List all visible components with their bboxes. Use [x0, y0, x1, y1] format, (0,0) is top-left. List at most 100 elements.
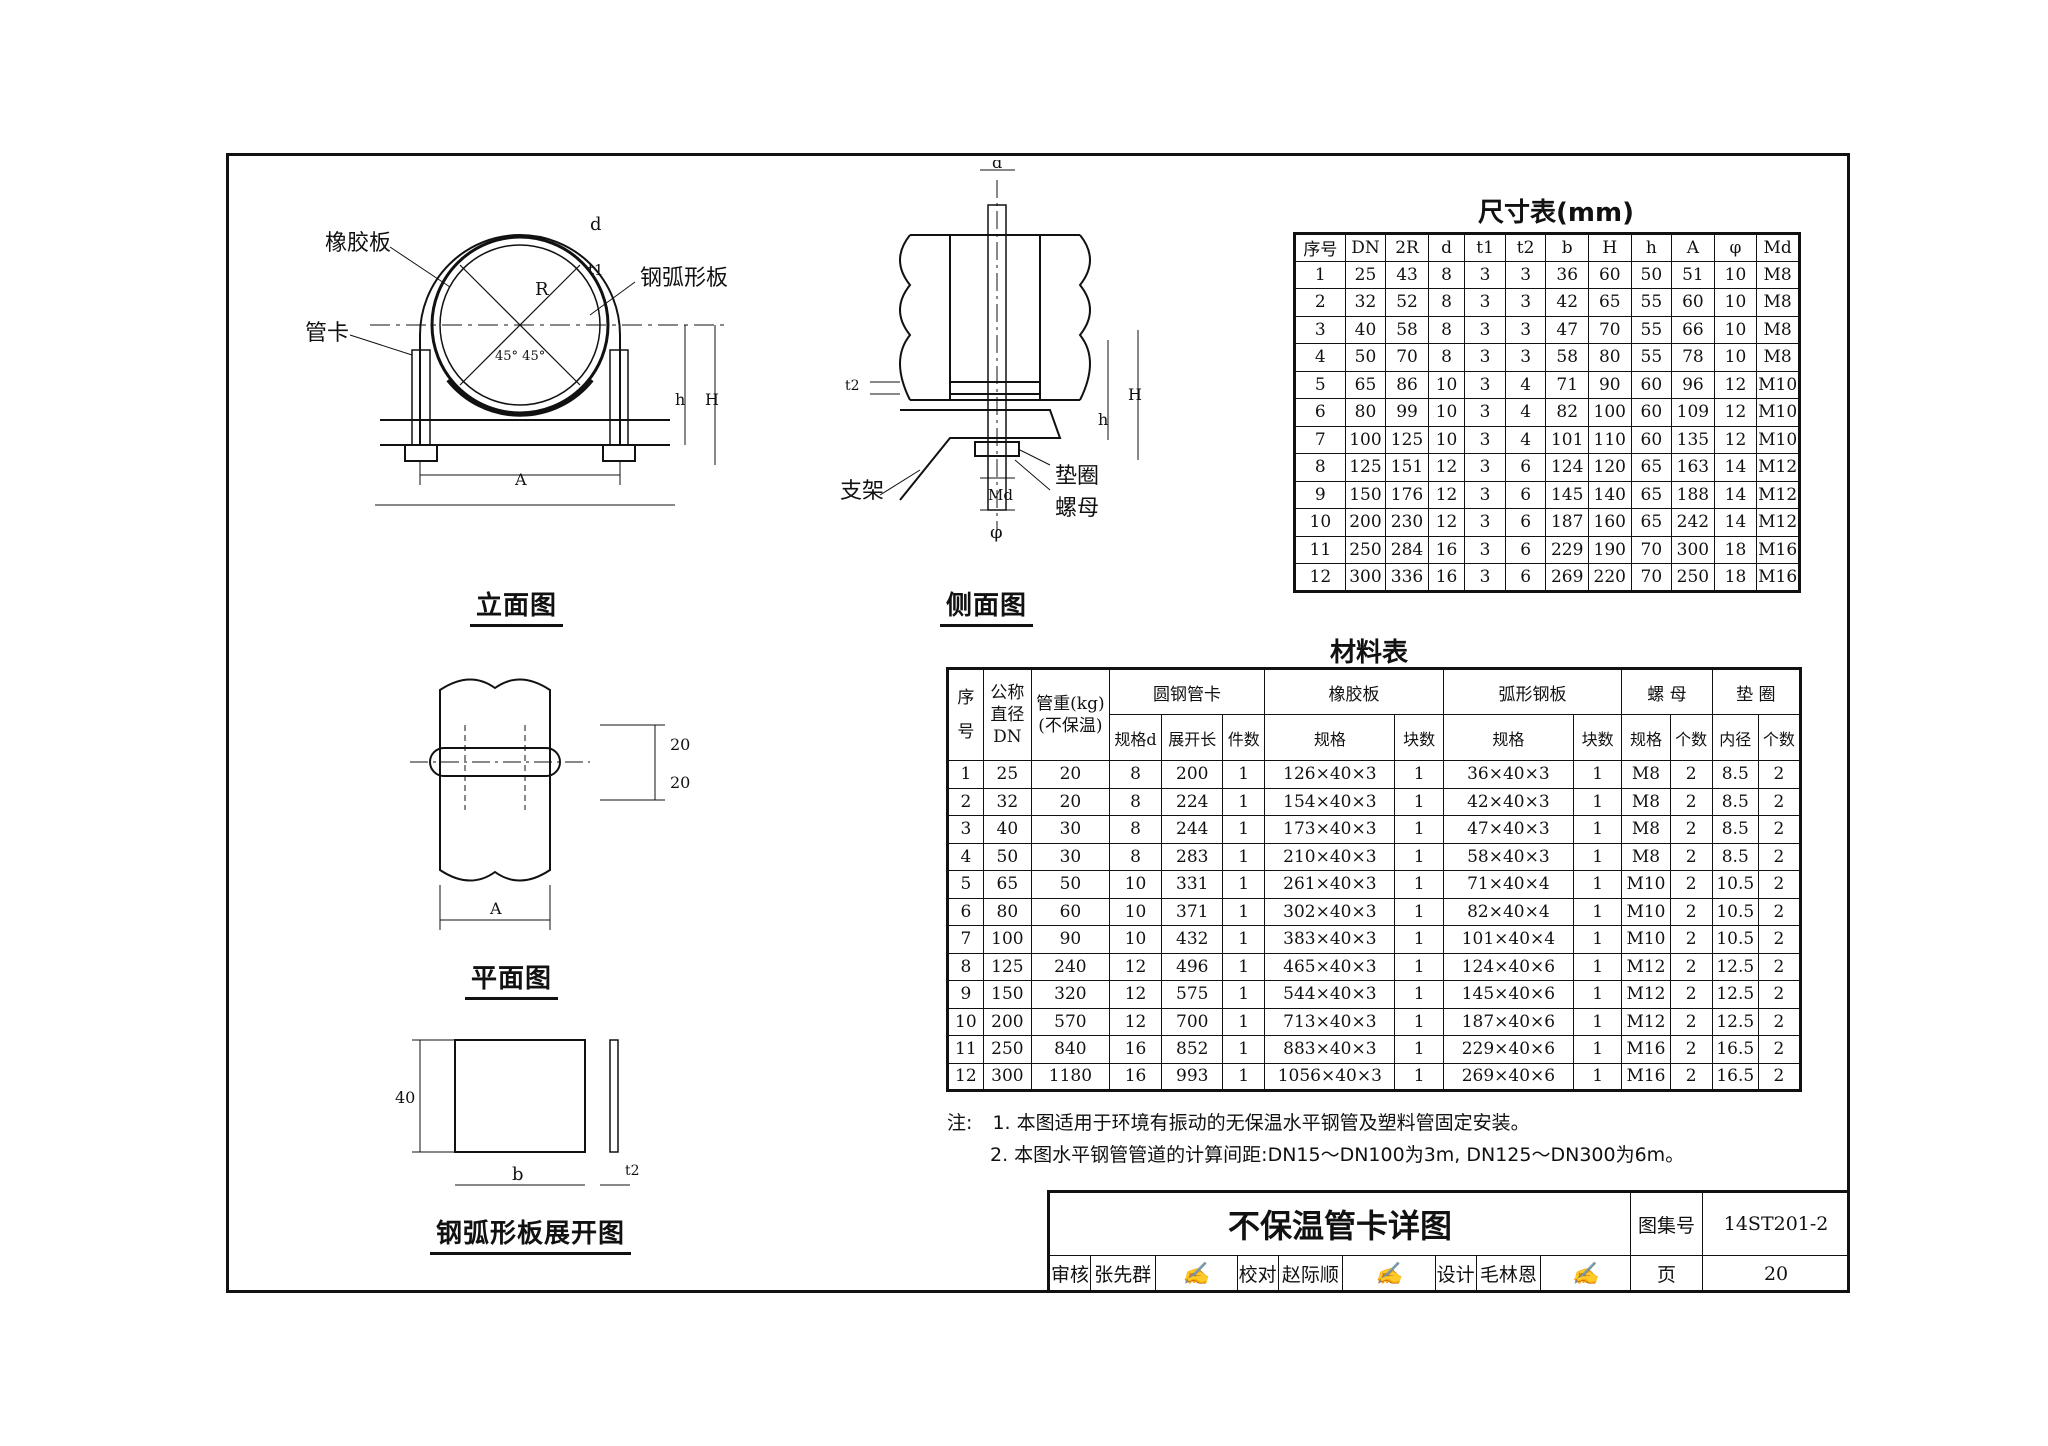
mat-cell: 1 [1222, 925, 1266, 954]
mat-cell: 1 [1394, 760, 1444, 789]
mat-cell: 8.5 [1711, 787, 1759, 816]
mat-cell: 12 [947, 1062, 984, 1091]
size-table-title: 尺寸表(mm) [1478, 198, 1634, 228]
mat-cell: 1 [1394, 815, 1444, 844]
mat-cell: 371 [1161, 897, 1224, 926]
material-table: 序号 公称直径DN 管重(kg)(不保温) 圆钢管卡 橡胶板 弧形钢板 螺 母 … [946, 667, 1802, 1092]
mat-cell: M8 [1621, 815, 1671, 844]
checker-signature: ✍ [1342, 1255, 1436, 1292]
elevation-caption: 立面图 [470, 585, 564, 627]
mat-cell: 1 [1222, 897, 1266, 926]
size-cell: 82 [1545, 398, 1589, 427]
mat-cell: 544×40×3 [1264, 980, 1396, 1009]
size-cell: 10 [1713, 260, 1758, 289]
size-cell: 6 [1504, 453, 1547, 482]
size-cell: 65 [1630, 508, 1673, 537]
mat-cell: 1 [1222, 1007, 1266, 1036]
size-cell: 101 [1545, 425, 1589, 454]
title-block: 不保温管卡详图 图集号 14ST201-2 审核 张先群 ✍ 校对 赵际顺 ✍ … [1047, 1190, 1850, 1292]
size-cell: 3 [1464, 563, 1506, 592]
mat-cell: 1 [1222, 980, 1266, 1009]
mat-subheader: 规格 [1264, 714, 1396, 761]
mat-cell: 713×40×3 [1264, 1007, 1396, 1036]
size-cell: 163 [1671, 453, 1715, 482]
size-cell: 序号 [1294, 233, 1346, 262]
mat-cell: 261×40×3 [1264, 870, 1396, 899]
size-cell: M8 [1756, 343, 1800, 372]
size-cell: 10 [1294, 508, 1346, 537]
notes: 注: 1. 本图适用于环境有振动的无保温水平钢管及塑料管固定安装。 [947, 1108, 1530, 1135]
mat-cell: 300 [982, 1062, 1033, 1091]
mat-cell: 269×40×6 [1442, 1062, 1575, 1091]
mat-subheader: 块数 [1573, 714, 1623, 761]
mat-cell: 200 [1161, 760, 1224, 789]
mat-cell: 36×40×3 [1442, 760, 1575, 789]
mat-cell: 124×40×6 [1442, 952, 1575, 981]
size-cell: 25 [1344, 260, 1387, 289]
reviewer: 张先群 [1089, 1255, 1156, 1292]
size-cell: 18 [1713, 535, 1758, 564]
size-cell: 5 [1294, 370, 1346, 399]
size-cell: M16 [1756, 535, 1800, 564]
mat-cell: 126×40×3 [1264, 760, 1396, 789]
mat-cell: 1 [1573, 1035, 1623, 1064]
size-cell: 14 [1713, 508, 1758, 537]
mat-cell: 2 [1757, 925, 1802, 954]
size-cell: M8 [1756, 288, 1800, 317]
mat-cell: 30 [1031, 815, 1110, 844]
size-cell: 60 [1587, 260, 1632, 289]
mat-cell: 4 [947, 842, 984, 871]
size-cell: 3 [1464, 453, 1506, 482]
side-label-support: 支架 [840, 479, 884, 504]
note-2: 2. 本图水平钢管管道的计算间距:DN15～DN100为3m, DN125～DN… [990, 1144, 1685, 1166]
side-drawing: d t2 h H 支架 垫圈 螺母 Md φ [840, 160, 1142, 543]
mat-cell: 2 [947, 787, 984, 816]
size-cell: 70 [1630, 563, 1673, 592]
size-cell: 8 [1427, 315, 1466, 344]
size-cell: 6 [1504, 480, 1547, 509]
size-cell: 47 [1545, 315, 1589, 344]
side-label-t2: t2 [845, 378, 860, 394]
mat-subheader: 内径 [1711, 714, 1759, 761]
size-cell: 229 [1545, 535, 1589, 564]
mat-cell: 2 [1669, 980, 1713, 1009]
mat-cell: 465×40×3 [1264, 952, 1396, 981]
size-cell: 140 [1587, 480, 1632, 509]
size-cell: 190 [1587, 535, 1632, 564]
mat-cell: 12.5 [1711, 1007, 1759, 1036]
size-cell: 6 [1294, 398, 1346, 427]
size-cell: h [1630, 233, 1673, 262]
mat-cell: 2 [1669, 952, 1713, 981]
size-cell: 71 [1545, 370, 1589, 399]
mat-cell: 244 [1161, 815, 1224, 844]
size-cell: 55 [1630, 343, 1673, 372]
size-cell: M12 [1756, 453, 1800, 482]
mat-h-nut: 螺 母 [1621, 668, 1713, 715]
size-cell: 187 [1545, 508, 1589, 537]
mat-cell: 2 [1757, 842, 1802, 871]
size-cell: 145 [1545, 480, 1589, 509]
mat-subheader: 规格 [1621, 714, 1671, 761]
mat-cell: 2 [1757, 760, 1802, 789]
size-cell: M12 [1756, 508, 1800, 537]
size-cell: 3 [1464, 343, 1506, 372]
mat-cell: 229×40×6 [1442, 1035, 1575, 1064]
size-cell: 12 [1427, 480, 1466, 509]
mat-cell: 173×40×3 [1264, 815, 1396, 844]
size-cell: 250 [1671, 563, 1715, 592]
size-cell: 3 [1464, 480, 1506, 509]
size-cell: 300 [1671, 535, 1715, 564]
size-cell: 110 [1587, 425, 1632, 454]
mat-cell: 8.5 [1711, 842, 1759, 871]
atlas-label: 图集号 [1629, 1191, 1704, 1256]
mat-cell: M12 [1621, 980, 1671, 1009]
mat-cell: 2 [1669, 1007, 1713, 1036]
label-h: h [675, 390, 685, 409]
